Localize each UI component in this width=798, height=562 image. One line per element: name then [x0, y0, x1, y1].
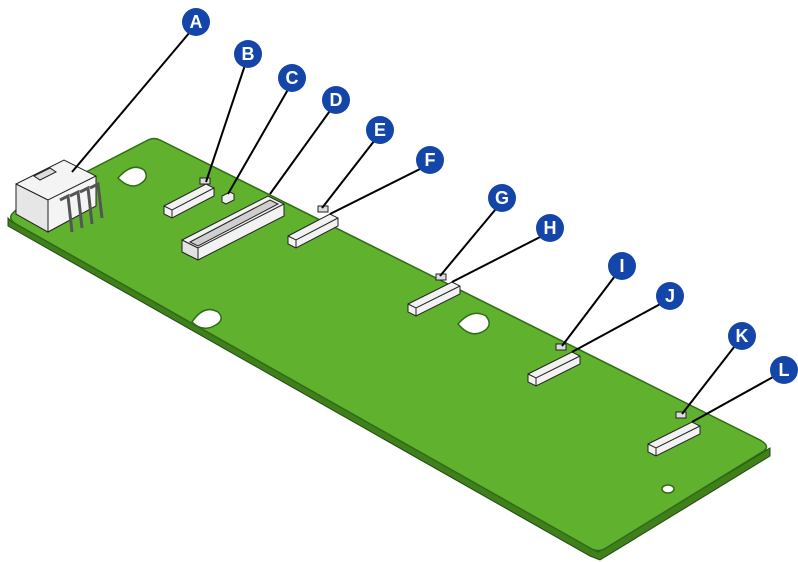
callout-label: J [665, 286, 675, 306]
callout-c: C [278, 64, 306, 92]
circuit-board [9, 137, 768, 552]
callout-label: K [736, 326, 749, 346]
leader-lines [71, 31, 783, 423]
callout-label: F [425, 150, 436, 170]
edge-slot-connector [181, 195, 285, 261]
callout-label: D [330, 90, 343, 110]
callout-h: H [536, 214, 564, 242]
callout-label: B [242, 44, 255, 64]
connector-i-j [527, 343, 581, 387]
callout-d: D [322, 86, 350, 114]
leader-line-e [321, 135, 379, 209]
leader-line-j [571, 301, 665, 353]
callout-b: B [234, 40, 262, 68]
leader-line-d [269, 107, 333, 195]
callout-f: F [416, 146, 444, 174]
leader-line-k [681, 341, 739, 415]
callout-i: I [608, 252, 636, 280]
callout-label: I [619, 256, 624, 276]
callout-k: K [728, 322, 756, 350]
callout-j: J [656, 282, 684, 310]
mounting-hole-bottom-right [661, 484, 675, 494]
leader-line-l [691, 371, 783, 423]
callout-g: G [488, 184, 516, 212]
callout-label: E [374, 120, 386, 140]
power-connector [15, 159, 104, 233]
leader-line-f [329, 165, 427, 215]
mounting-hole-top-left [116, 166, 147, 187]
mounting-hole-mid-left [191, 308, 222, 329]
callout-e: E [366, 116, 394, 144]
leader-line-g [439, 203, 501, 277]
callout-label: C [286, 68, 299, 88]
callout-label: L [779, 360, 790, 380]
leader-line-a [71, 31, 191, 173]
callout-label: G [495, 188, 509, 208]
connector-pins [59, 181, 104, 233]
callout-label: A [190, 12, 203, 32]
leader-line-h [451, 233, 547, 283]
leader-line-c [227, 85, 291, 195]
mounting-hole-center [457, 312, 490, 335]
leader-line-i [561, 271, 619, 347]
leader-line-b [205, 61, 247, 183]
callout-l: L [770, 356, 798, 384]
callout-label: H [544, 218, 557, 238]
connector-b [163, 177, 215, 219]
callout-a: A [182, 8, 210, 36]
